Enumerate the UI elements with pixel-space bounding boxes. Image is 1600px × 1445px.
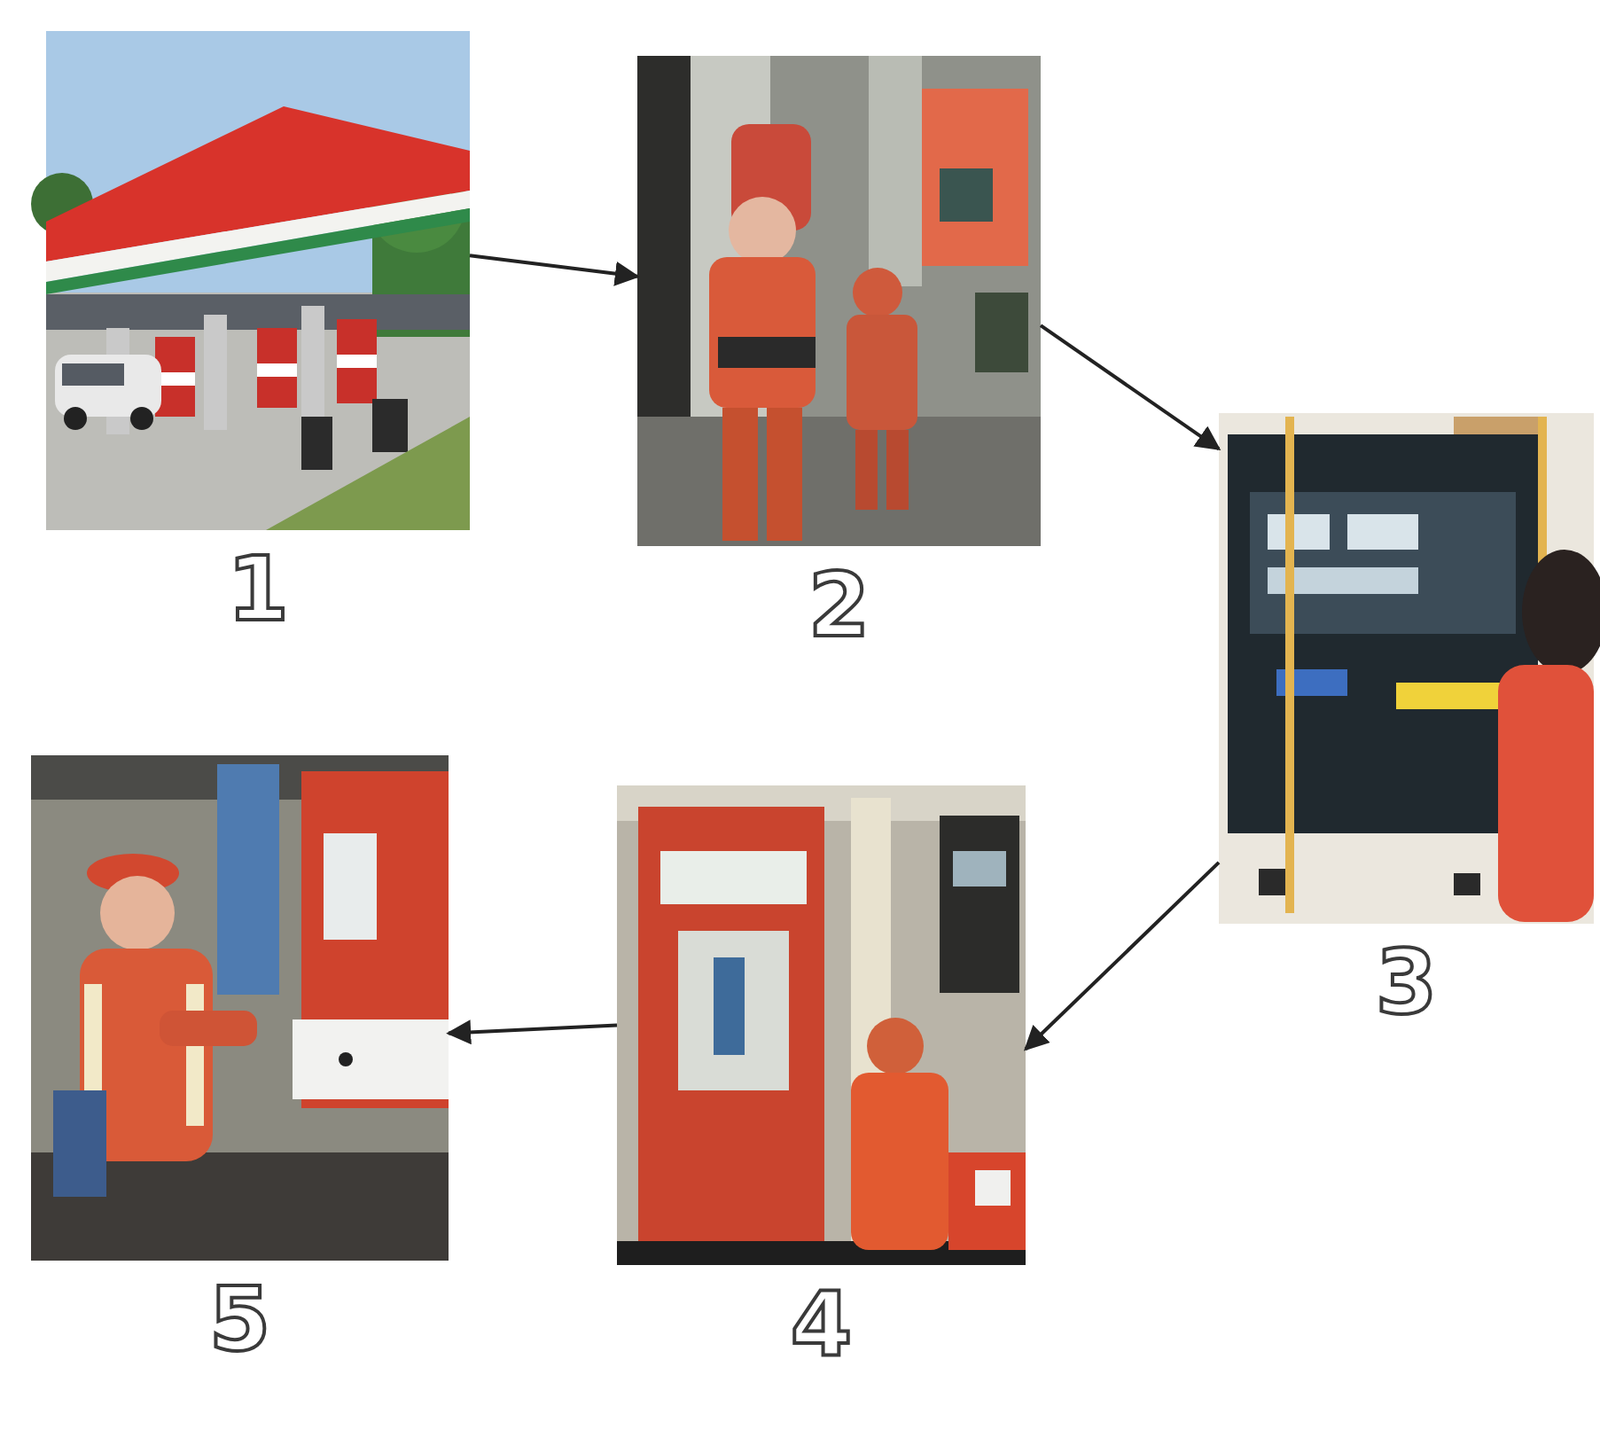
photo-step: 4 (616, 785, 1026, 1374)
step-number: 1 (46, 540, 470, 639)
attendants-photo (637, 55, 1041, 547)
photo-frame (637, 55, 1041, 547)
photo-frame (616, 785, 1026, 1265)
flow-arrow (1025, 862, 1219, 1050)
photo-step: 3 (1218, 413, 1594, 1032)
flow-arrow (469, 255, 638, 277)
step-number: 4 (616, 1275, 1026, 1374)
flow-arrow (448, 1025, 617, 1034)
flow-arrow (1040, 325, 1219, 449)
photo-frame (1218, 413, 1594, 924)
photo-frame (46, 31, 470, 531)
photo-step: 5 (31, 755, 449, 1369)
step-number: 5 (31, 1271, 449, 1369)
step-number: 2 (637, 556, 1041, 655)
station-photo (31, 31, 470, 531)
photo-step: 2 (637, 55, 1041, 655)
photo-step: 1 (46, 31, 470, 639)
dispenser-photo (1218, 413, 1600, 924)
photo-frame (31, 755, 449, 1261)
served-photo (31, 755, 449, 1261)
pump-attendant-photo (616, 785, 1026, 1265)
step-number: 3 (1218, 934, 1594, 1032)
